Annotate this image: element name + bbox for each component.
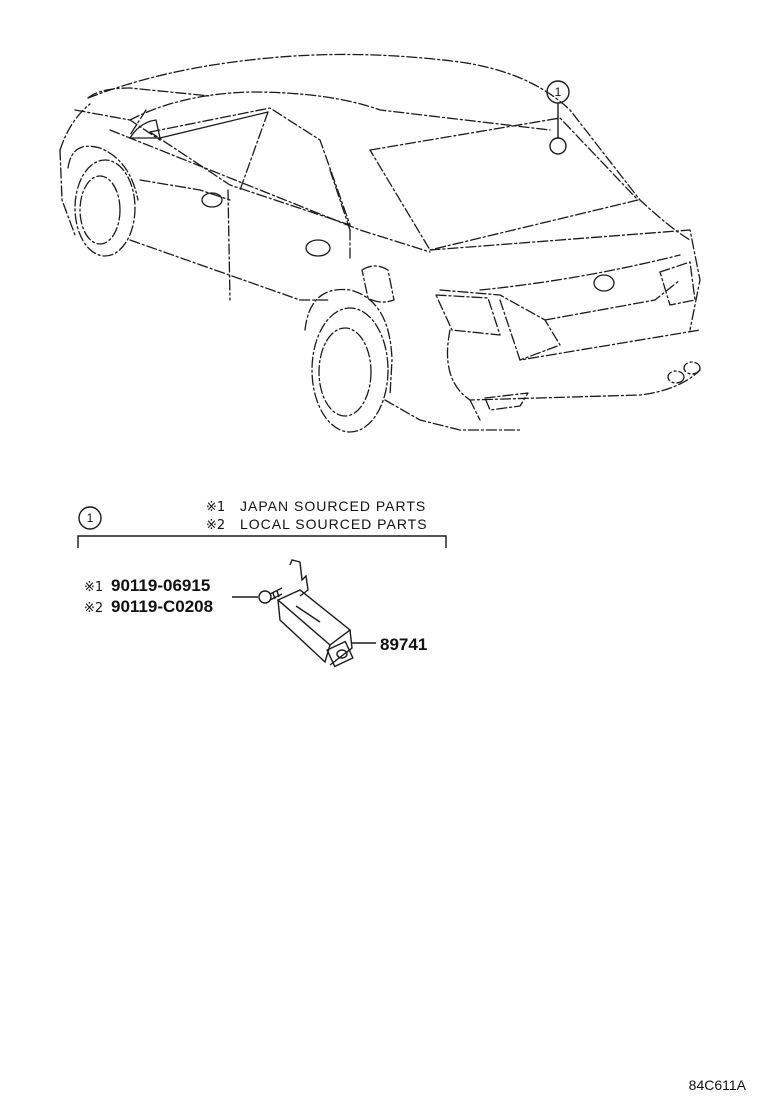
car-outline — [59, 53, 701, 433]
note1-mark: ※1 — [206, 500, 225, 515]
legend-block: 1 ※1 JAPAN SOURCED PARTS ※2 LOCAL SOURCE… — [77, 498, 447, 548]
bolt-part: ※1 90119-06915 ※2 90119-C0208 — [84, 576, 283, 616]
bolt-mark2: ※2 — [84, 601, 103, 616]
sensor-module-icon — [276, 559, 354, 668]
car-callout-number: 1 — [555, 85, 562, 99]
note2-mark: ※2 — [206, 518, 225, 533]
sensor-part-number: 89741 — [380, 635, 427, 654]
note2-text: LOCAL SOURCED PARTS — [240, 516, 428, 532]
legend-callout-number: 1 — [87, 511, 94, 525]
bolt-part-number-2: 90119-C0208 — [111, 597, 213, 616]
note1-text: JAPAN SOURCED PARTS — [240, 498, 426, 514]
legend-bracket — [77, 535, 447, 548]
diagram-code: 84C611A — [689, 1077, 747, 1093]
bolt-mark1: ※1 — [84, 580, 103, 595]
bolt-part-number-1: 90119-06915 — [111, 576, 210, 595]
bolt-icon — [258, 587, 283, 604]
car-callout: 1 — [546, 80, 570, 155]
